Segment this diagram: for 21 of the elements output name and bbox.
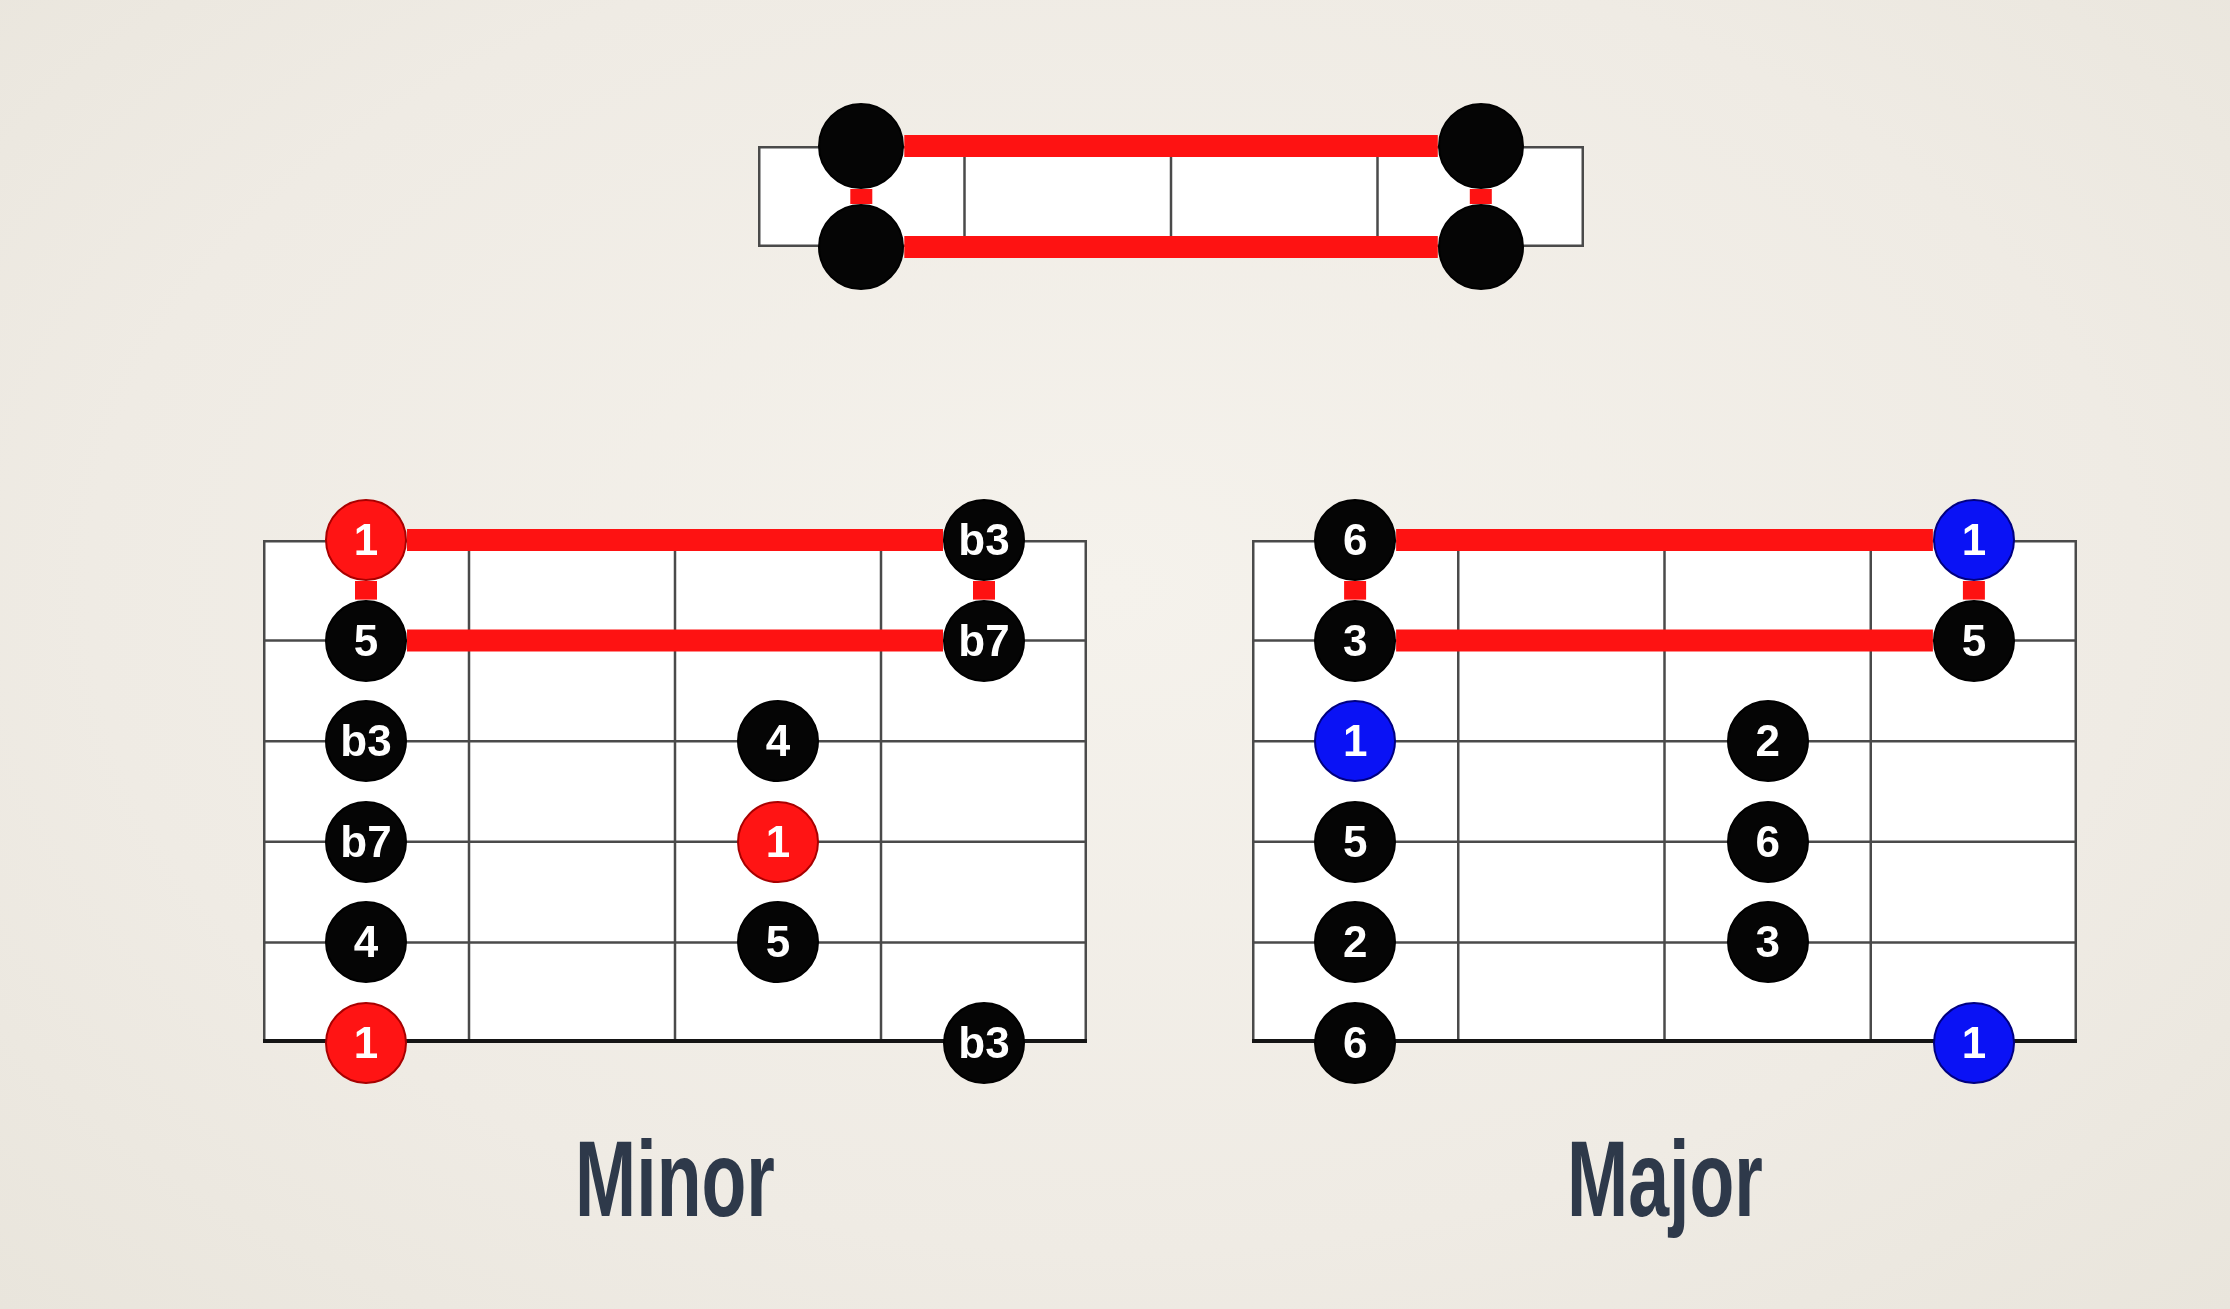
connector-line: [355, 581, 377, 600]
note-dot: 1: [325, 499, 407, 581]
connector-line: [407, 629, 943, 652]
connector-line: [850, 189, 873, 204]
connector-line: [1962, 581, 1985, 600]
scale-caption: Minor: [575, 1117, 775, 1241]
note-dot: 1: [325, 1002, 407, 1084]
connector-line: [904, 135, 1438, 157]
note-dot: 1: [1932, 499, 2015, 581]
connector-line: [1469, 189, 1492, 204]
note-dot: 6: [1314, 1002, 1397, 1084]
note-dot: b3: [943, 499, 1025, 581]
note-dot: 6: [1314, 499, 1397, 581]
connector-line: [1396, 629, 1933, 652]
connector-line: [1344, 581, 1367, 600]
note-dot: b3: [943, 1002, 1025, 1084]
connector-line: [904, 236, 1438, 258]
scale-caption: Major: [1567, 1117, 1763, 1241]
connector-line: [1396, 529, 1933, 551]
connector-line: [973, 581, 995, 600]
connector-line: [407, 529, 943, 551]
